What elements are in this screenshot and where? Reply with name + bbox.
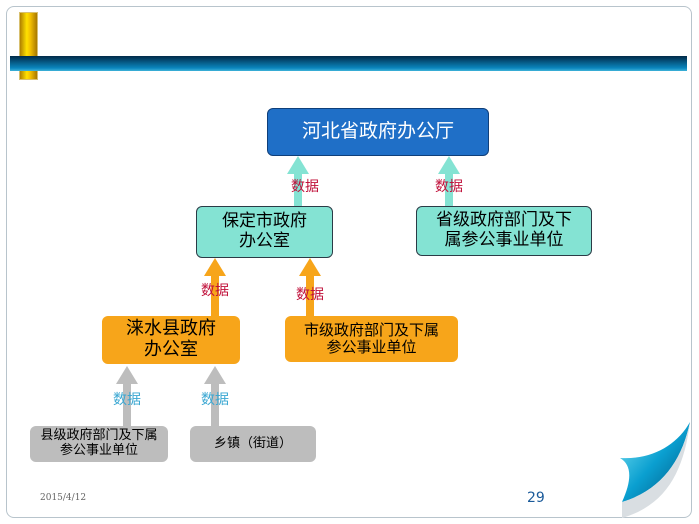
node-baoding-office: 保定市政府 办公室 xyxy=(196,206,333,258)
page-number: 29 xyxy=(527,490,545,506)
arrow-laishui-to-baoding xyxy=(204,258,226,316)
arrow-baoding-to-province xyxy=(287,156,309,206)
node-township: 乡镇（街道） xyxy=(190,426,316,462)
node-laishui-office: 涞水县政府 办公室 xyxy=(102,316,240,364)
node-county-depts: 县级政府部门及下属参公事业单位 xyxy=(30,426,168,462)
slide-date: 2015/4/12 xyxy=(40,493,87,503)
edge-label: 数据 xyxy=(201,283,229,299)
node-city-depts: 市级政府部门及下属参公事业单位 xyxy=(285,316,458,362)
arrow-citydepts-to-baoding xyxy=(299,258,321,316)
title-bar xyxy=(10,56,687,71)
node-provincial-office: 河北省政府办公厅 xyxy=(267,108,489,156)
arrow-provdepts-to-province xyxy=(438,156,460,206)
edge-label: 数据 xyxy=(291,179,319,195)
edge-label: 数据 xyxy=(296,287,324,303)
arrow-township-to-laishui xyxy=(204,366,226,426)
edge-label: 数据 xyxy=(113,392,141,408)
arrow-countydepts-to-laishui xyxy=(116,366,138,426)
edge-label: 数据 xyxy=(435,179,463,195)
node-provincial-depts: 省级政府部门及下属参公事业单位 xyxy=(416,206,592,256)
edge-label: 数据 xyxy=(201,392,229,408)
page-curl-icon xyxy=(620,422,690,518)
